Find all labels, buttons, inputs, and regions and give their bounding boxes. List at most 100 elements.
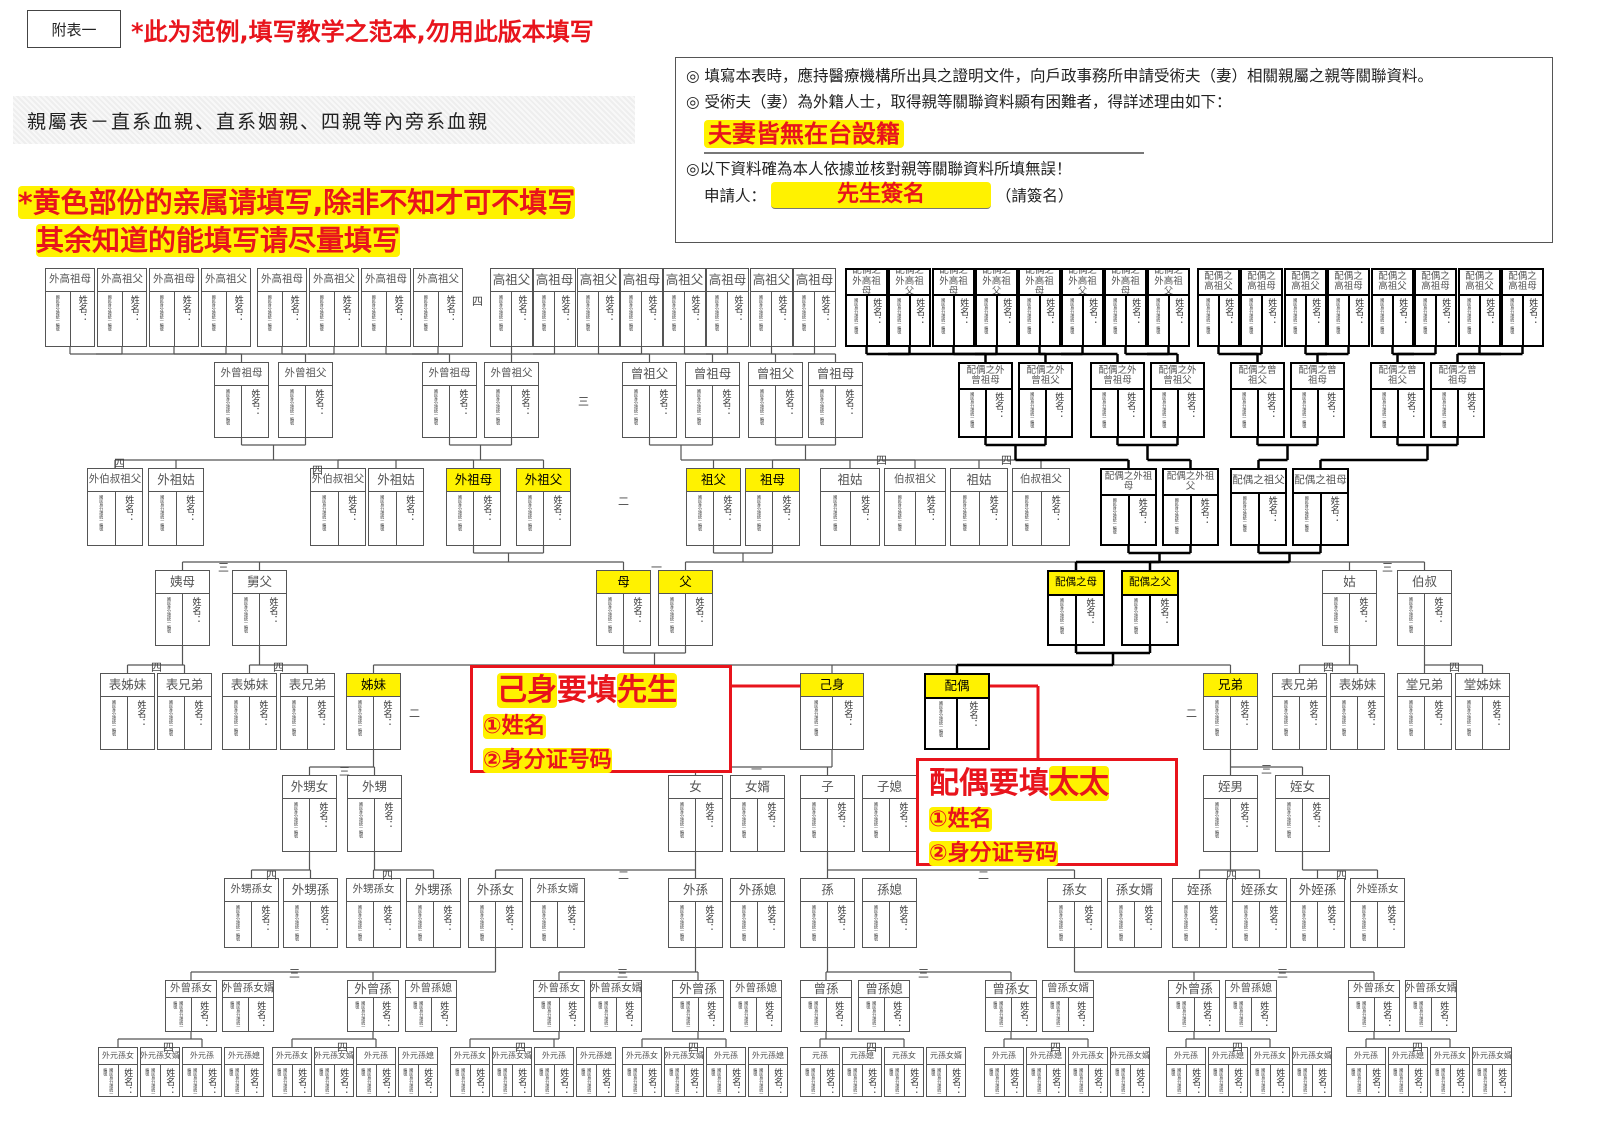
id-number-field[interactable]: 國民身分證統一編號 bbox=[348, 998, 374, 1031]
relative-box[interactable]: 曾祖母國民身分證統一編號姓名： bbox=[685, 362, 740, 438]
id-number-field[interactable]: 國民身分證統一編號 bbox=[801, 998, 827, 1031]
relative-box[interactable]: 曾祖母國民身分證統一編號姓名： bbox=[808, 362, 863, 438]
relative-box[interactable]: 外曾孫女國民身分證統一編號姓名： bbox=[533, 980, 585, 1032]
name-field[interactable]: 姓名： bbox=[335, 292, 359, 346]
id-number-field[interactable]: 國民身分證統一編號 bbox=[1027, 1065, 1047, 1096]
relative-box[interactable]: 伯叔國民身分證統一編號姓名： bbox=[1397, 570, 1452, 646]
name-field[interactable]: 姓名： bbox=[1005, 1065, 1024, 1096]
relative-box[interactable]: 外孫女婿國民身分證統一編號姓名： bbox=[530, 878, 585, 948]
name-field[interactable]: 姓名： bbox=[249, 998, 274, 1031]
name-field[interactable]: 姓名： bbox=[310, 799, 336, 851]
relative-box[interactable]: 外曾孫媳國民身分證統一編號姓名： bbox=[730, 980, 782, 1032]
id-number-field[interactable]: 國民身分證統一編號 bbox=[1199, 295, 1220, 345]
relative-box[interactable]: 外元孫女國民身分證統一編號姓名： bbox=[1068, 1047, 1108, 1097]
relative-box[interactable]: 元孫國民身分證統一編號姓名： bbox=[800, 1047, 840, 1097]
relative-box[interactable]: 外孫媳國民身分證統一編號姓名： bbox=[730, 878, 785, 948]
name-field[interactable]: 姓名： bbox=[374, 902, 400, 947]
relative-box[interactable]: 外祖姑國民身分證統一編號姓名： bbox=[148, 468, 204, 546]
id-number-field[interactable]: 國民身分證統一編號 bbox=[99, 1065, 119, 1096]
name-field[interactable]: 姓名： bbox=[828, 902, 854, 947]
relative-box[interactable]: 外甥孫國民身分證統一編號姓名： bbox=[283, 878, 338, 948]
name-field[interactable]: 姓名： bbox=[183, 594, 209, 645]
name-field[interactable]: 姓名： bbox=[815, 292, 835, 346]
relative-box[interactable]: 配偶國民身分證統一編號姓名： bbox=[924, 673, 990, 750]
name-field[interactable]: 姓名： bbox=[471, 1065, 490, 1096]
id-number-field[interactable]: 國民身分證統一編號 bbox=[223, 697, 250, 749]
name-field[interactable]: 姓名： bbox=[1319, 389, 1344, 436]
relative-box[interactable]: 高祖母國民身分證統一編號姓名： bbox=[620, 268, 663, 347]
relative-box[interactable]: 高祖父國民身分證統一編號姓名： bbox=[663, 268, 706, 347]
relative-box[interactable]: 高祖父國民身分證統一編號姓名： bbox=[577, 268, 620, 347]
name-field[interactable]: 姓名： bbox=[260, 594, 286, 645]
relative-box[interactable]: 外曾孫國民身分證統一編號姓名： bbox=[672, 980, 724, 1032]
id-number-field[interactable]: 國民身分證統一編號 bbox=[281, 697, 308, 749]
id-number-field[interactable]: 國民身分證統一編號 bbox=[1020, 389, 1047, 436]
relative-box[interactable]: 外曾孫女國民身分證統一編號姓名： bbox=[165, 980, 217, 1032]
name-field[interactable]: 姓名： bbox=[283, 292, 307, 346]
relative-box[interactable]: 配偶之外高祖母國民身分證統一編號姓名： bbox=[932, 268, 975, 347]
id-number-field[interactable]: 國民身分證統一編號 bbox=[863, 799, 890, 851]
name-field[interactable]: 姓名： bbox=[1229, 1065, 1248, 1096]
name-field[interactable]: 姓名： bbox=[1303, 799, 1329, 851]
name-field[interactable]: 姓名： bbox=[119, 1065, 138, 1096]
id-number-field[interactable]: 國民身分證統一編號 bbox=[225, 902, 252, 947]
id-number-field[interactable]: 國民身分證統一編號 bbox=[1106, 295, 1127, 345]
relative-box[interactable]: 父國民身分證統一編號姓名： bbox=[658, 570, 713, 646]
reason-input[interactable]: 夫妻皆無在台設籍 bbox=[704, 120, 904, 148]
id-number-field[interactable]: 國民身分證統一編號 bbox=[1013, 492, 1042, 545]
name-field[interactable]: 姓名： bbox=[513, 1065, 532, 1096]
name-field[interactable]: 姓名： bbox=[758, 799, 784, 851]
id-number-field[interactable]: 國民身分證統一編號 bbox=[731, 799, 758, 851]
name-field[interactable]: 姓名： bbox=[175, 292, 199, 346]
name-field[interactable]: 姓名： bbox=[1375, 998, 1400, 1031]
relative-box[interactable]: 曾孫媳國民身分證統一編號姓名： bbox=[858, 980, 910, 1032]
id-number-field[interactable]: 國民身分證統一編號 bbox=[258, 292, 283, 346]
id-number-field[interactable]: 國民身分證統一編號 bbox=[233, 594, 260, 645]
id-number-field[interactable]: 國民身分證統一編號 bbox=[493, 1065, 513, 1096]
id-number-field[interactable]: 國民身分證統一編號 bbox=[202, 292, 227, 346]
name-field[interactable]: 姓名： bbox=[1119, 389, 1144, 436]
id-number-field[interactable]: 國民身分證統一編號 bbox=[166, 998, 192, 1031]
id-number-field[interactable]: 國民身分證統一編號 bbox=[731, 902, 758, 947]
name-field[interactable]: 姓名： bbox=[1259, 389, 1284, 436]
name-field[interactable]: 姓名： bbox=[728, 292, 748, 346]
relative-box[interactable]: 配偶之曾祖母國民身分證統一編號姓名： bbox=[1290, 362, 1345, 438]
name-field[interactable]: 姓名： bbox=[617, 998, 642, 1031]
relative-box[interactable]: 配偶之外高祖父國民身分證統一編號姓名： bbox=[1147, 268, 1190, 347]
id-number-field[interactable]: 國民身分證統一編號 bbox=[310, 292, 335, 346]
name-field[interactable]: 姓名： bbox=[727, 1065, 746, 1096]
name-field[interactable]: 姓名： bbox=[560, 998, 585, 1031]
id-number-field[interactable]: 國民身分證統一編號 bbox=[847, 295, 868, 345]
name-field[interactable]: 姓名： bbox=[1084, 295, 1103, 345]
name-field[interactable]: 姓名： bbox=[374, 697, 400, 749]
id-number-field[interactable]: 國民身分證統一編號 bbox=[534, 292, 555, 346]
id-number-field[interactable]: 國民身分證統一編號 bbox=[1149, 295, 1170, 345]
name-field[interactable]: 姓名： bbox=[1399, 389, 1424, 436]
name-field[interactable]: 姓名： bbox=[1313, 1065, 1332, 1096]
name-field[interactable]: 姓名： bbox=[757, 998, 782, 1031]
id-number-field[interactable]: 國民身分證統一編號 bbox=[1152, 389, 1179, 436]
name-field[interactable]: 姓名： bbox=[599, 292, 619, 346]
relative-box[interactable]: 外甥國民身分證統一編號姓名： bbox=[347, 775, 402, 852]
name-field[interactable]: 姓名： bbox=[71, 292, 95, 346]
relative-box[interactable]: 曾孫女國民身分證統一編號姓名： bbox=[985, 980, 1037, 1032]
relative-box[interactable]: 配偶之高祖父國民身分證統一編號姓名： bbox=[1284, 268, 1327, 347]
id-number-field[interactable]: 國民身分證統一編號 bbox=[591, 998, 617, 1031]
name-field[interactable]: 姓名： bbox=[375, 799, 401, 851]
name-field[interactable]: 姓名： bbox=[1127, 295, 1146, 345]
id-number-field[interactable]: 國民身分證統一編號 bbox=[1048, 902, 1075, 947]
name-field[interactable]: 姓名： bbox=[868, 295, 887, 345]
relative-box[interactable]: 外元孫媳國民身分證統一編號姓名： bbox=[1026, 1047, 1066, 1097]
relative-box[interactable]: 配偶之祖母國民身分證統一編號姓名： bbox=[1292, 468, 1349, 546]
name-field[interactable]: 姓名： bbox=[1483, 697, 1509, 749]
relative-box[interactable]: 姪孫女國民身分證統一編號姓名： bbox=[1232, 878, 1287, 948]
name-field[interactable]: 姓名： bbox=[1130, 495, 1156, 544]
id-number-field[interactable]: 國民身分證統一編號 bbox=[843, 1065, 863, 1096]
id-number-field[interactable]: 國民身分證統一編號 bbox=[1232, 389, 1259, 436]
name-field[interactable]: 姓名： bbox=[1192, 495, 1218, 544]
relative-box[interactable]: 高祖父國民身分證統一編號姓名： bbox=[750, 268, 793, 347]
id-number-field[interactable]: 國民身分證統一編號 bbox=[348, 799, 375, 851]
name-field[interactable]: 姓名： bbox=[998, 295, 1017, 345]
relative-box[interactable]: 外伯叔祖父國民身分證統一編號姓名： bbox=[87, 468, 143, 546]
name-field[interactable]: 姓名： bbox=[432, 998, 457, 1031]
